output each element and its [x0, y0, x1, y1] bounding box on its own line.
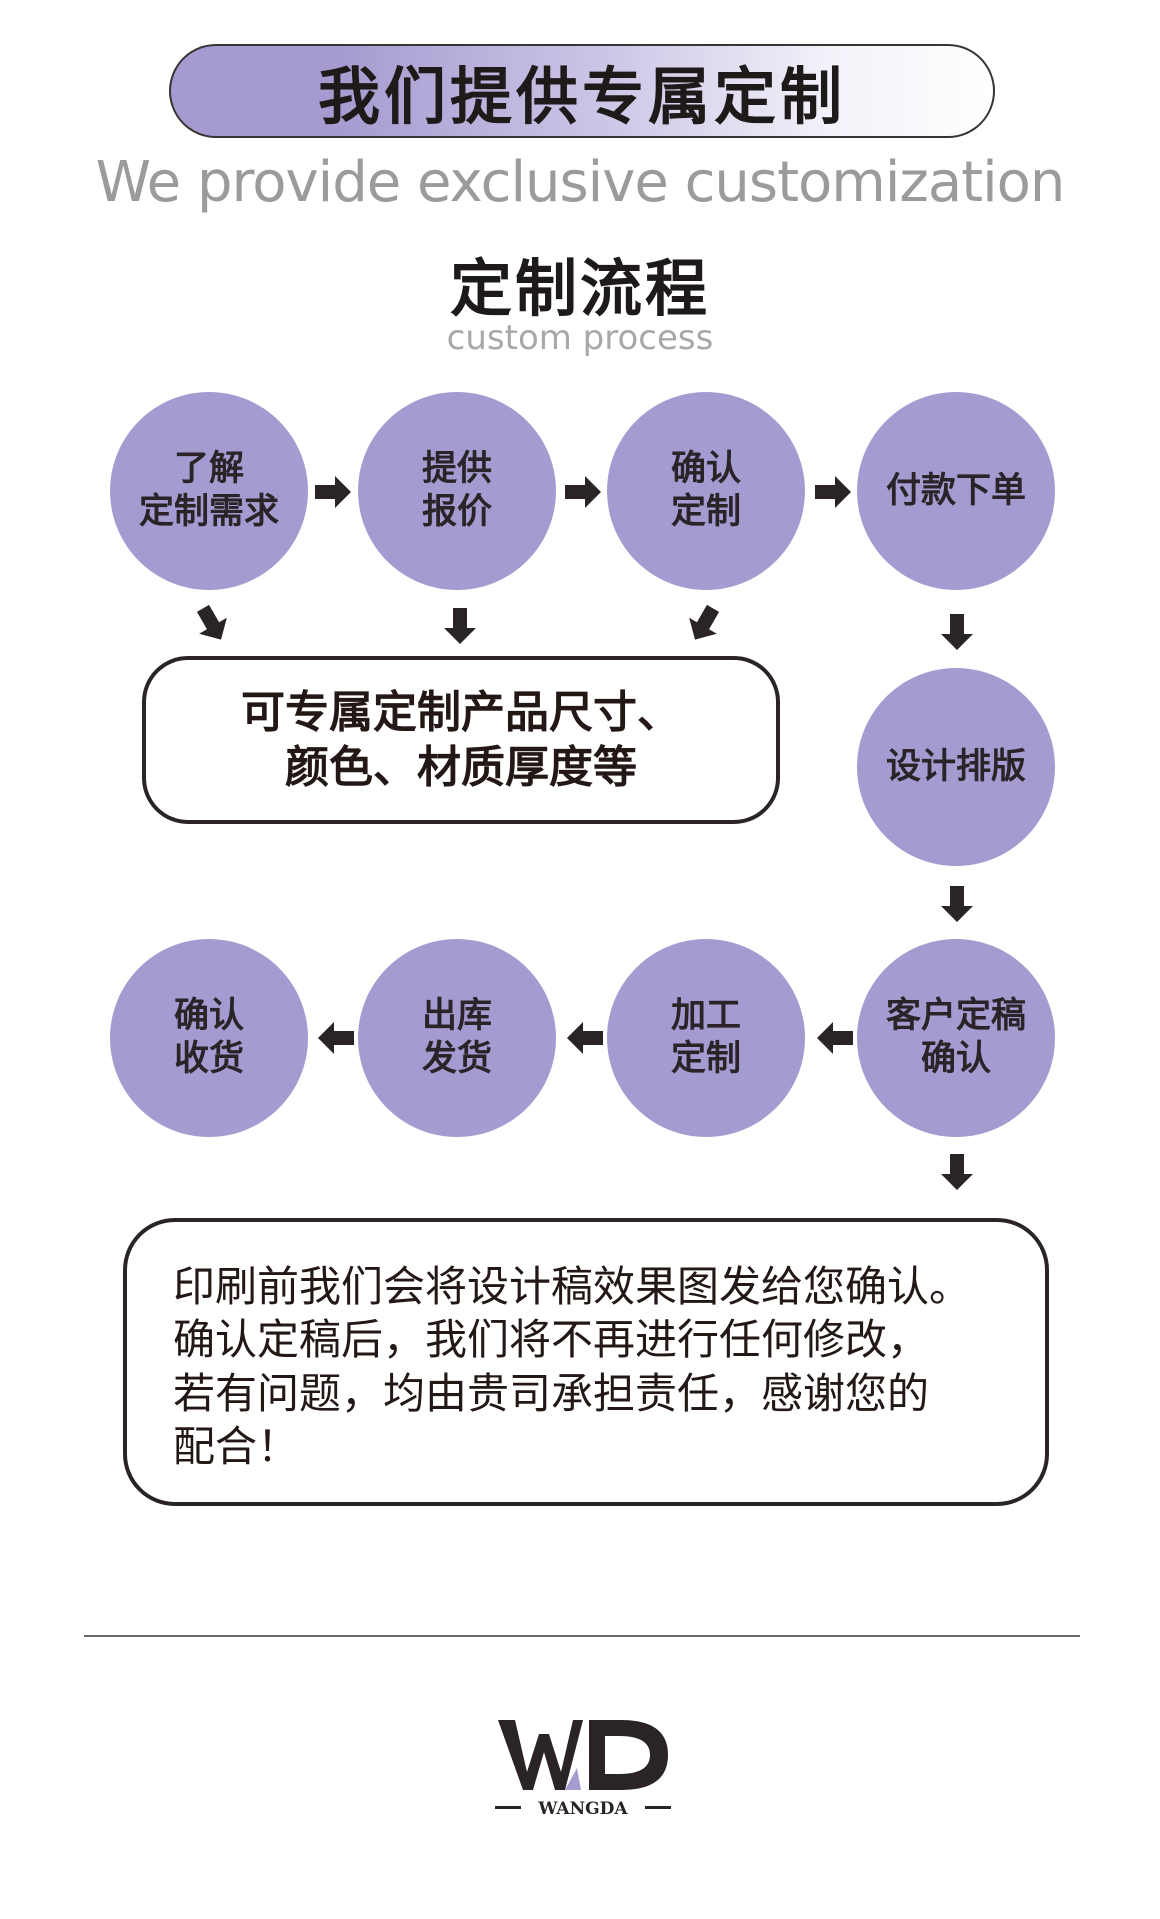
step-shipping: 出库 发货 [358, 939, 556, 1137]
step-label: 提供 报价 [421, 449, 492, 532]
arrow-right-icon [563, 472, 603, 512]
customization-options-text: 可专属定制产品尺寸、 颜色、材质厚度等 [241, 687, 681, 793]
arrow-down-icon [937, 612, 977, 652]
step-label: 确认 定制 [670, 449, 741, 532]
confirmation-note-box: 印刷前我们会将设计稿效果图发给您确认。 确认定稿后，我们将不再进行任何修改， 若… [123, 1218, 1049, 1506]
logo-text: WANGDA [537, 1799, 628, 1819]
section-subtitle: custom process [446, 318, 714, 358]
arrow-right-icon [313, 472, 353, 512]
step-label: 付款下单 [885, 470, 1026, 511]
page-title: 我们提供专属定制 [317, 60, 846, 133]
step-client-finalize: 客户定稿 确认 [857, 939, 1055, 1137]
arrow-down-left-icon [684, 604, 724, 644]
step-processing: 加工 定制 [607, 939, 805, 1137]
step-label: 出库 发货 [421, 996, 492, 1079]
step-design-layout: 设计排版 [857, 668, 1055, 866]
customization-options-box: 可专属定制产品尺寸、 颜色、材质厚度等 [142, 656, 780, 824]
header-banner [169, 44, 995, 138]
footer-divider [84, 1635, 1080, 1637]
step-quote: 提供 报价 [358, 392, 556, 590]
step-confirm-custom: 确认 定制 [607, 392, 805, 590]
arrow-down-right-icon [192, 604, 232, 644]
step-label: 客户定稿 确认 [885, 996, 1026, 1079]
wangda-logo: WANGDA [493, 1710, 673, 1820]
confirmation-note-text: 印刷前我们会将设计稿效果图发给您确认。 确认定稿后，我们将不再进行任何修改， 若… [173, 1262, 972, 1471]
arrow-left-icon [565, 1018, 605, 1058]
step-understand-needs: 了解 定制需求 [110, 392, 308, 590]
step-receive: 确认 收货 [110, 939, 308, 1137]
arrow-down-icon [937, 884, 977, 924]
step-label: 确认 收货 [173, 996, 244, 1079]
step-label: 了解 定制需求 [138, 449, 279, 532]
step-payment: 付款下单 [857, 392, 1055, 590]
arrow-left-icon [815, 1018, 855, 1058]
step-label: 设计排版 [885, 746, 1026, 787]
page-subtitle: We provide exclusive customization [95, 150, 1066, 215]
step-label: 加工 定制 [670, 996, 741, 1079]
arrow-left-icon [316, 1018, 356, 1058]
section-title: 定制流程 [449, 252, 710, 325]
arrow-down-icon [937, 1152, 977, 1192]
arrow-right-icon [813, 472, 853, 512]
arrow-down-icon [440, 606, 480, 646]
